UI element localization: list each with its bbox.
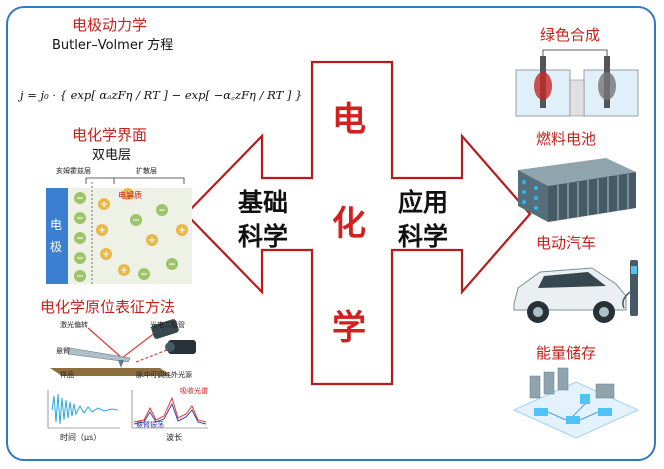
insitu-title: 电化学原位表征方法	[40, 298, 176, 316]
ir-source-label: 脉冲可调红外光源	[136, 371, 192, 379]
electrode-label: 电 极	[49, 218, 62, 254]
laser-deflection-label: 激光偏转	[60, 321, 88, 329]
svg-text:−: −	[158, 206, 166, 216]
basic-science-line2: 科学	[238, 222, 289, 251]
svg-text:+: +	[100, 200, 108, 210]
svg-text:+: +	[124, 190, 132, 200]
basic-science-line1: 基础	[238, 188, 289, 217]
basic-science-label: 基础 科学	[238, 186, 288, 254]
kinetics-subtitle: Butler–Volmer 方程	[52, 38, 174, 53]
energy-storage-image	[513, 367, 639, 439]
center-char-3: 学	[332, 308, 366, 348]
diffuse-layer-label: 扩散层	[136, 167, 157, 175]
wavelength-axis-label: 波长	[166, 433, 182, 442]
center-char-1: 电	[332, 100, 366, 140]
svg-text:−: −	[76, 234, 84, 244]
ev-title: 电动汽车	[536, 234, 597, 252]
center-char-2: 化	[332, 204, 366, 244]
time-axis-label: 时间（μs）	[60, 433, 102, 442]
green-synthesis-cell-image	[515, 49, 639, 117]
compact-layer-label: 亥姆霍兹层	[56, 167, 91, 175]
svg-text:+: +	[102, 250, 110, 260]
electrolyte-label: 电解质	[118, 191, 142, 200]
sample-label: 样品	[60, 371, 74, 379]
svg-text:−: −	[76, 272, 84, 282]
svg-text:−: −	[76, 214, 84, 224]
svg-text:+: +	[178, 226, 186, 236]
green-synthesis-title: 绿色合成	[540, 26, 601, 44]
double-layer-diagram: − − − − − + + + + − + + − − + −	[46, 177, 192, 284]
svg-text:−: −	[132, 216, 140, 226]
fuel-cell-title: 燃料电池	[536, 130, 597, 148]
photodiode-label: 光电二极管	[150, 321, 185, 329]
cantilever-label: 悬臂	[56, 347, 70, 355]
svg-text:+: +	[98, 226, 106, 236]
kinetics-title: 电极动力学	[72, 16, 148, 34]
svg-text:−: −	[168, 260, 176, 270]
butler-volmer-equation: j = j₀ · { exp[ αₐzFη / RT ] − exp[ −α꜀z…	[20, 88, 303, 102]
cantilever-oscillation-label: 悬臂振荡	[136, 421, 164, 429]
interface-subtitle: 双电层	[92, 148, 132, 163]
applied-science-line2: 科学	[398, 222, 449, 251]
svg-text:+: +	[148, 236, 156, 246]
afm-ir-setup-diagram	[50, 319, 196, 376]
absorption-spectrum-label: 吸收光谱	[180, 387, 208, 395]
electric-car-image	[513, 260, 638, 323]
svg-text:−: −	[76, 194, 84, 204]
signal-plots	[47, 390, 208, 429]
svg-text:−: −	[140, 270, 148, 280]
interface-title: 电化学界面	[72, 126, 148, 144]
applied-science-line1: 应用	[398, 188, 449, 217]
svg-text:+: +	[120, 266, 128, 276]
fuel-cell-stack-image	[518, 158, 636, 222]
energy-storage-title: 能量储存	[536, 344, 597, 362]
svg-text:−: −	[76, 254, 84, 264]
applied-science-label: 应用 科学	[398, 186, 448, 254]
